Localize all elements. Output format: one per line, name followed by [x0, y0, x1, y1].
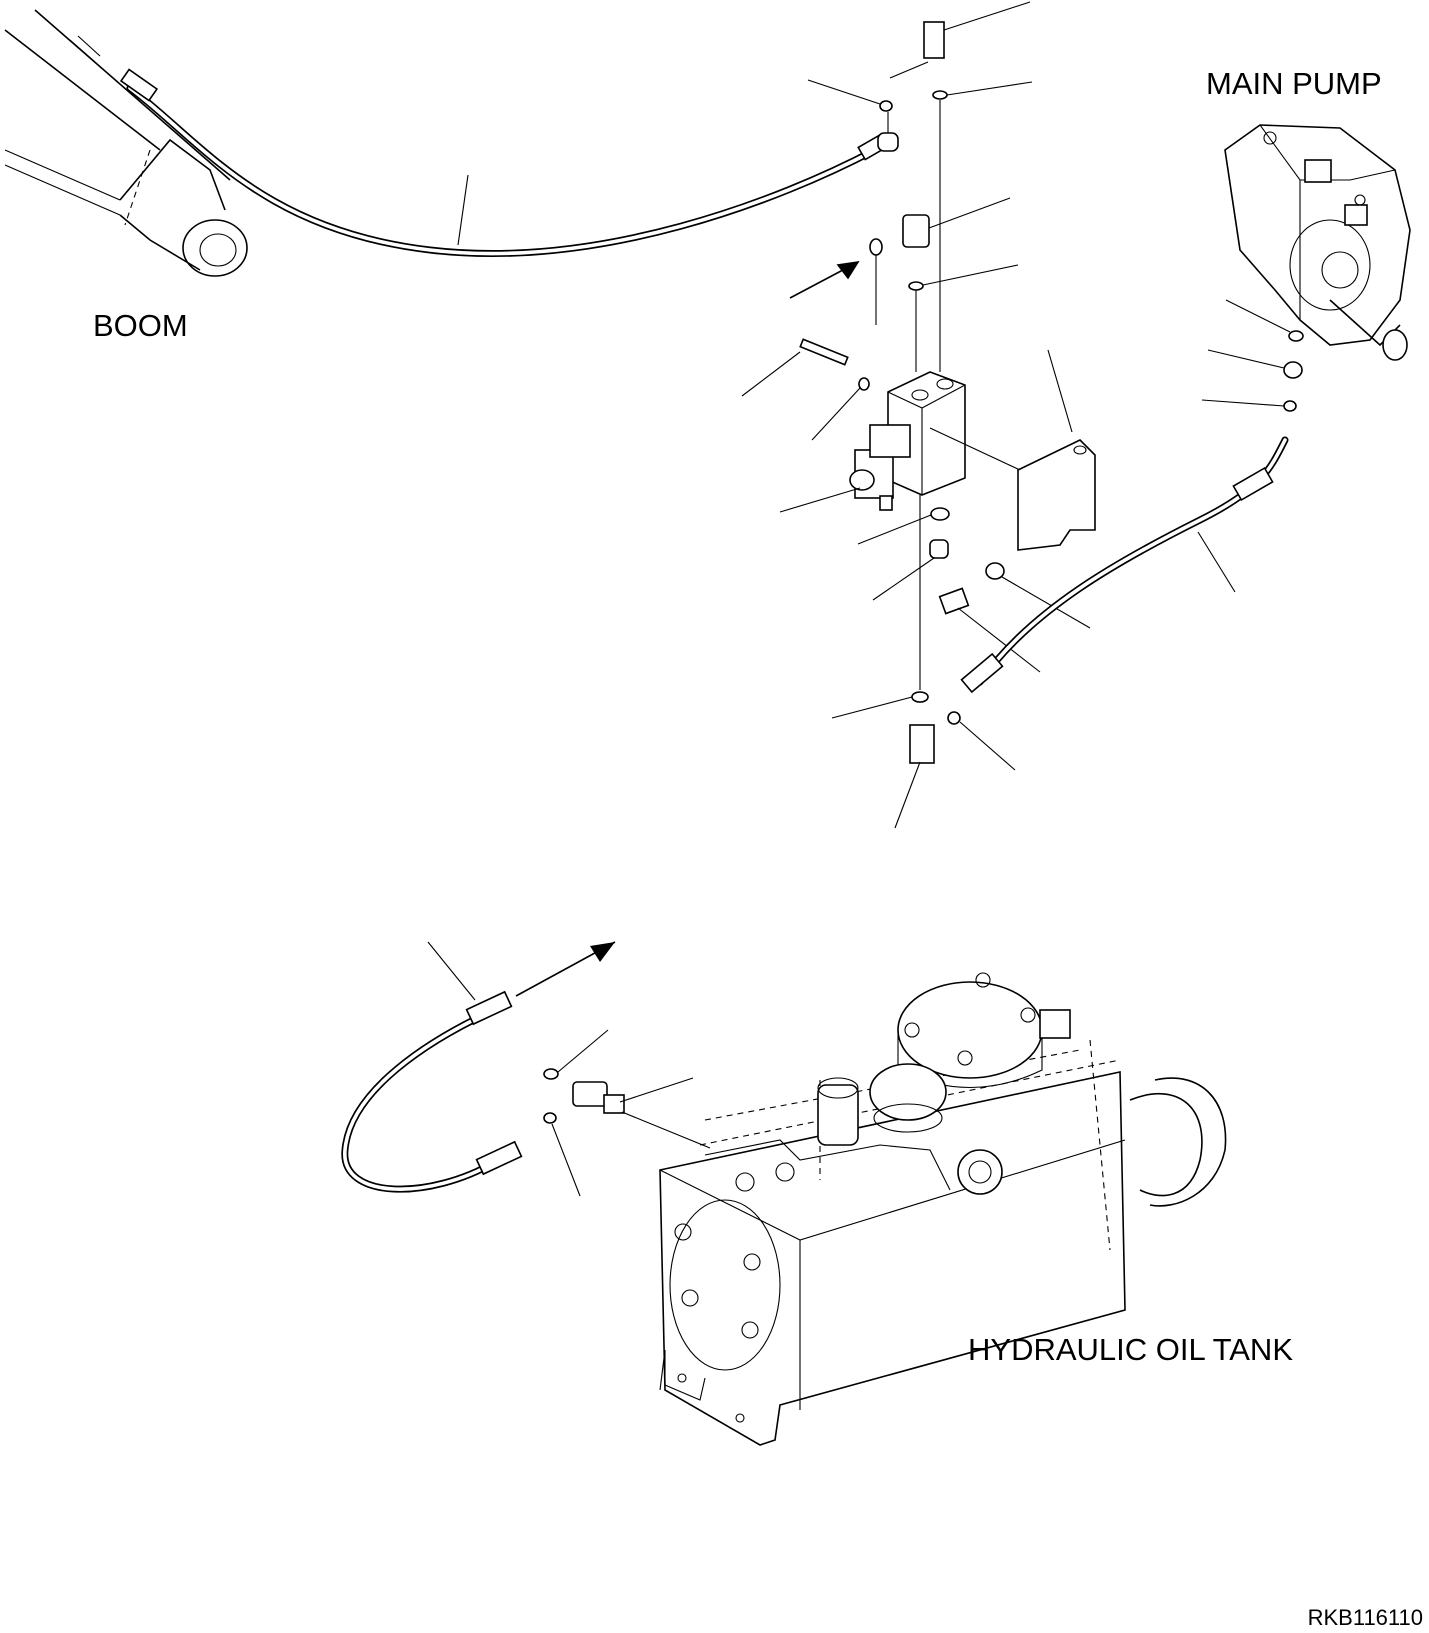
main-pump-label: MAIN PUMP [1206, 66, 1382, 101]
drawing-code: RKB116110 [1308, 1605, 1423, 1630]
boom-label: BOOM [93, 308, 188, 343]
valve-assembly [741, 1, 1096, 829]
hydraulic-oil-tank-label: HYDRAULIC OIL TANK [968, 1332, 1293, 1367]
tank-hose [341, 941, 711, 1197]
boom-drawing [4, 9, 248, 277]
pump-hose [960, 299, 1304, 694]
boom-hose [119, 68, 889, 257]
hydraulic-oil-tank-drawing [659, 972, 1227, 1446]
main-pump-drawing [1224, 124, 1411, 361]
